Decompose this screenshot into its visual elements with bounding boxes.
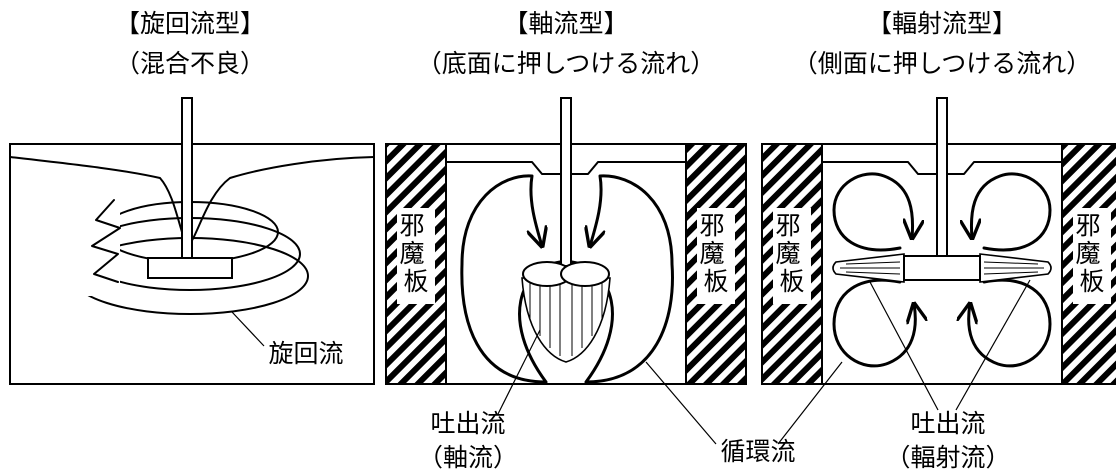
baffle-char: 板 bbox=[703, 267, 728, 296]
baffle-right-label-bg bbox=[1073, 208, 1111, 304]
baffle-right-label: 邪 魔 板 bbox=[700, 211, 733, 296]
leader-line-circulation-radial bbox=[777, 361, 843, 445]
baffle-left-label-bg bbox=[397, 208, 435, 304]
axial-discharge-sublabel: （軸流） bbox=[418, 443, 518, 472]
panel-axial-flow: 【軸流型】 （底面に押しつける流れ） 邪 魔 板 邪 魔 板 bbox=[385, 9, 747, 472]
circulation-flow-label: 循環流 bbox=[720, 437, 795, 466]
panel-radial-subtitle: （側面に押しつける流れ） bbox=[793, 49, 1092, 78]
baffle-char: 邪 bbox=[776, 211, 801, 240]
shaft bbox=[181, 97, 193, 259]
leader-line-radial-discharge-right bbox=[955, 279, 1031, 411]
propeller-blade-right bbox=[560, 261, 610, 287]
circulation-loop-bottom-right bbox=[969, 278, 1052, 368]
leader-line-axial-discharge bbox=[497, 329, 541, 415]
baffle-right-label-bg bbox=[697, 208, 735, 304]
leader-line-radial-discharge-left bbox=[869, 281, 939, 411]
leader-line-circulation-axial bbox=[645, 361, 717, 445]
baffle-char: 板 bbox=[1079, 267, 1104, 296]
radial-discharge-sublabel: （輻射流） bbox=[885, 443, 1010, 472]
circulation-loop-bottom-left bbox=[832, 278, 915, 368]
baffle-left-label: 邪 魔 板 bbox=[400, 211, 433, 296]
baffle-char: 魔 bbox=[700, 239, 725, 268]
axial-discharge-label: 吐出流 bbox=[430, 409, 505, 438]
radial-vectors bbox=[840, 261, 1044, 275]
impeller bbox=[147, 257, 233, 279]
turbine-impeller bbox=[903, 255, 981, 281]
baffle-char: 板 bbox=[403, 267, 428, 296]
circulation-loop-right bbox=[570, 174, 674, 384]
panel-swirl-title: 【旋回流型】 bbox=[115, 9, 265, 38]
shaft bbox=[560, 97, 572, 267]
baffle-char: 邪 bbox=[700, 211, 725, 240]
baffle-char: 魔 bbox=[1076, 239, 1101, 268]
swirl-zigzag-break bbox=[91, 199, 121, 283]
panel-axial-subtitle: （底面に押しつける流れ） bbox=[417, 49, 716, 78]
axial-discharge-cone bbox=[521, 277, 611, 363]
swirl-break-mask bbox=[70, 176, 120, 296]
baffle-char: 邪 bbox=[1076, 211, 1101, 240]
panel-radial-title: 【輻射流型】 bbox=[867, 9, 1017, 38]
shaft bbox=[936, 97, 948, 259]
leader-line-swirl bbox=[231, 311, 265, 347]
panel-swirl-subtitle: （混合不良） bbox=[115, 49, 265, 78]
panel-swirl-flow: 【旋回流型】 （混合不良） 旋回流 bbox=[9, 9, 375, 385]
baffle-char: 邪 bbox=[400, 211, 425, 240]
baffle-char: 魔 bbox=[776, 239, 801, 268]
baffle-right-label: 邪 魔 板 bbox=[1076, 211, 1109, 296]
radial-discharge-label: 吐出流 bbox=[910, 409, 985, 438]
baffle-left-label-bg bbox=[773, 208, 811, 304]
swirl-flow-label: 旋回流 bbox=[268, 339, 343, 368]
baffle-left-label: 邪 魔 板 bbox=[776, 211, 809, 296]
panel-radial-flow: 【輻射流型】 （側面に押しつける流れ） 邪 魔 板 邪 魔 板 bbox=[761, 9, 1116, 472]
circulation-loop-top-left bbox=[832, 172, 913, 252]
baffle-char: 板 bbox=[779, 267, 804, 296]
circulation-loop-left bbox=[460, 174, 562, 384]
baffle-char: 魔 bbox=[400, 239, 425, 268]
panel-axial-title: 【軸流型】 bbox=[503, 9, 628, 38]
discharge-vectors bbox=[529, 282, 603, 356]
circulation-loop-top-right bbox=[971, 172, 1052, 252]
